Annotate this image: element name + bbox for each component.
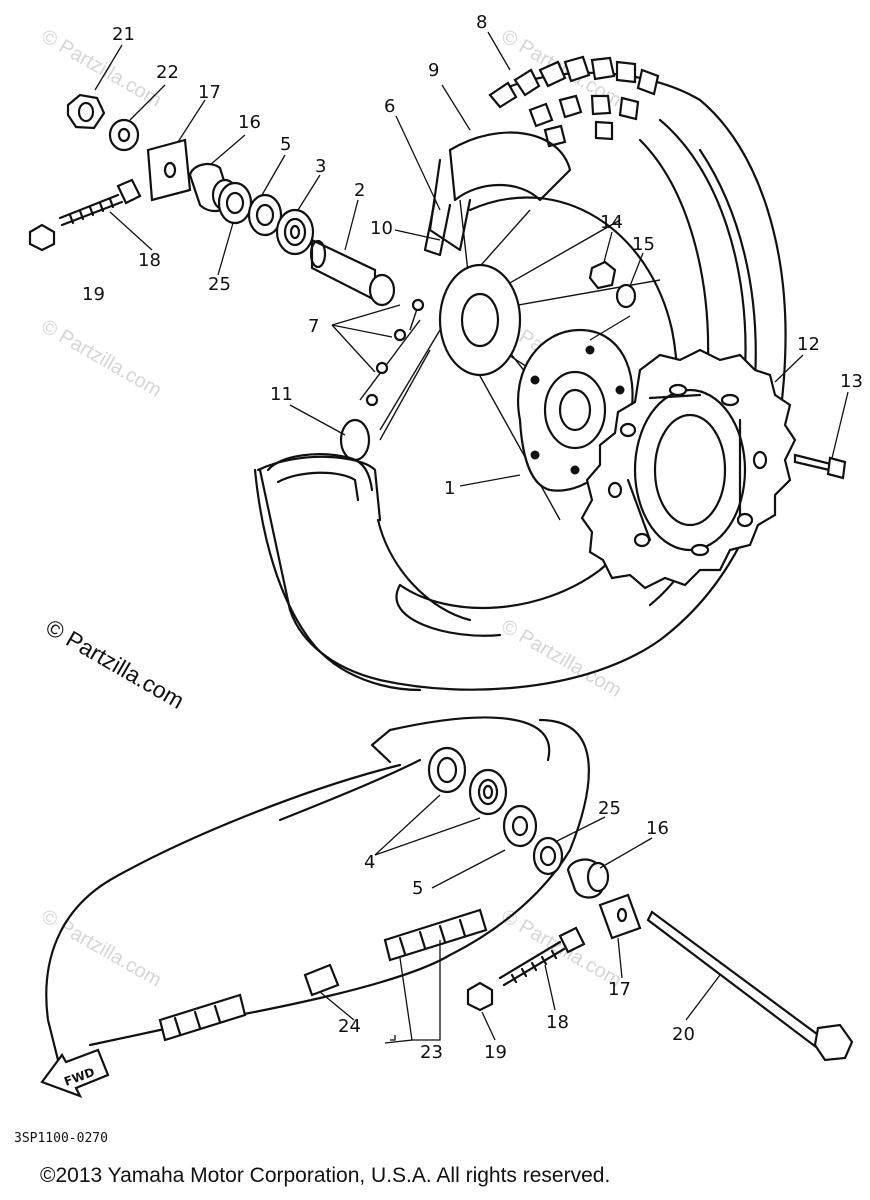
callout-17-top: 17: [198, 82, 221, 103]
callout-13: 13: [840, 371, 863, 392]
callout-4: 4: [364, 852, 375, 873]
callout-15: 15: [632, 234, 655, 255]
callout-3: 3: [315, 156, 326, 177]
callout-5-top: 5: [280, 134, 291, 155]
callout-17-bottom: 17: [608, 979, 631, 1000]
watermark-1: © Partzilla.com: [38, 25, 166, 111]
callout-21: 21: [112, 24, 135, 45]
diagram-code: 3SP1100-0270: [14, 1131, 108, 1146]
sprocket-nut: [588, 260, 617, 290]
callout-5-bottom: 5: [412, 878, 423, 899]
bottom-right-parts: [427, 746, 854, 1062]
callout-22: 22: [156, 62, 179, 83]
callout-16-top: 16: [238, 112, 261, 133]
partzilla-watermark: © Partzilla.com: [42, 614, 189, 714]
callout-14: 14: [600, 212, 623, 233]
callout-19-top: 19: [82, 284, 105, 305]
tire-tread: [488, 55, 660, 148]
callout-10: 10: [370, 218, 393, 239]
callout-11: 11: [270, 384, 293, 405]
sprocket-washer: [615, 283, 637, 309]
sprocket-bolt: [793, 453, 847, 480]
callout-25-top: 25: [208, 274, 231, 295]
watermark-6: © Partzilla.com: [38, 905, 166, 991]
callout-25-bottom: 25: [598, 798, 621, 819]
callout-16-bottom: 16: [646, 818, 669, 839]
watermark-5: © Partzilla.com: [498, 615, 626, 701]
callout-23: 23: [420, 1042, 443, 1063]
callout-20: 20: [672, 1024, 695, 1045]
callout-7: 7: [308, 316, 319, 337]
callout-12: 12: [797, 334, 820, 355]
callout-1: 1: [444, 478, 455, 499]
rim-band: [266, 418, 374, 502]
callout-6: 6: [384, 96, 395, 117]
rear-sprocket: [580, 348, 797, 590]
leader-lines: [94, 31, 849, 1044]
fwd-arrow: [40, 1048, 110, 1098]
callout-19-bottom: 19: [484, 1042, 507, 1063]
callout-24: 24: [338, 1016, 361, 1037]
callout-8: 8: [476, 12, 487, 33]
callout-labels: 21 22 17 16 5 3 2 8 9 6 10 14 15 7 11 12…: [82, 12, 863, 1063]
callout-9: 9: [428, 60, 439, 81]
watermark-3: © Partzilla.com: [38, 315, 166, 401]
drive-chain: FWD: [40, 716, 590, 1098]
copyright-notice: ©2013 Yamaha Motor Corporation, U.S.A. A…: [40, 1164, 610, 1187]
callout-2: 2: [354, 180, 365, 201]
top-left-parts: [28, 93, 396, 307]
callout-18-bottom: 18: [546, 1012, 569, 1033]
callout-18-top: 18: [138, 250, 161, 271]
